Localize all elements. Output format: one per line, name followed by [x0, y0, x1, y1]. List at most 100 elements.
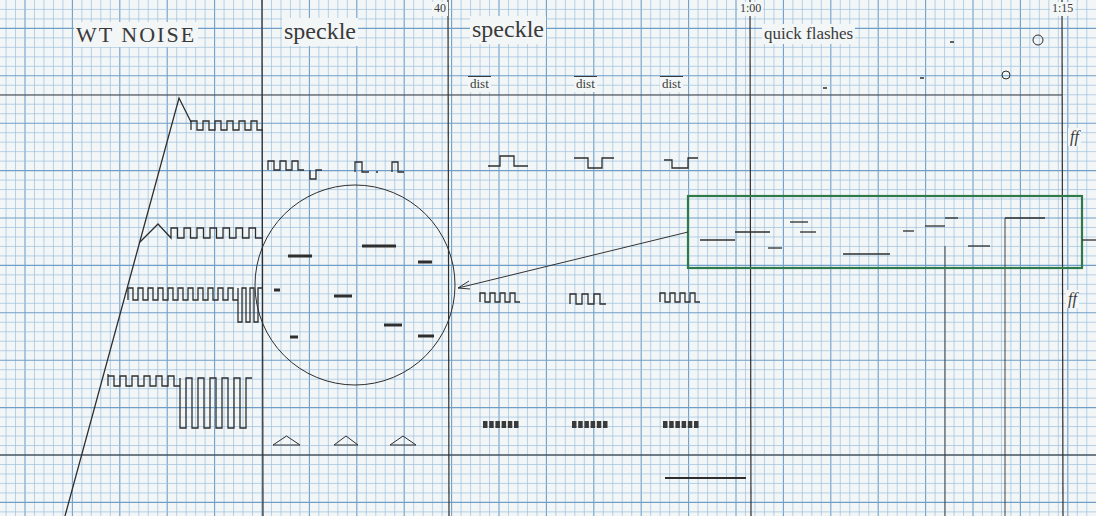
grid-line — [802, 0, 803, 516]
grid-line — [442, 0, 443, 516]
dynamic-mark: ff — [1066, 290, 1079, 308]
grid-line — [157, 0, 158, 516]
grid-line — [271, 0, 272, 516]
grid-line — [1067, 0, 1068, 516]
square-wave — [355, 162, 378, 172]
column-divider — [262, 0, 263, 516]
grid-line — [423, 0, 424, 516]
grid-line — [0, 369, 1096, 370]
grid-line — [821, 0, 822, 516]
grid-line — [859, 0, 860, 516]
flash-line — [945, 246, 946, 516]
time-marker: 1:00 — [738, 2, 763, 16]
grid-line — [0, 227, 1096, 228]
grid-line — [954, 0, 955, 516]
grid-line — [0, 199, 1096, 200]
pulse — [574, 158, 614, 168]
grid-line — [195, 0, 196, 516]
dynamic-mark: ff — [1068, 128, 1081, 146]
grid-line — [0, 236, 1096, 237]
flash-dash — [768, 247, 782, 248]
grid-line — [0, 18, 1096, 19]
arrowhead — [458, 281, 470, 289]
grid-line — [622, 0, 623, 516]
grain-block — [578, 421, 583, 428]
square-wave — [128, 288, 262, 322]
grid-line — [603, 0, 604, 516]
grid-line — [299, 0, 300, 516]
grid-line — [0, 180, 1096, 181]
grain-block — [603, 421, 608, 428]
grain-block — [682, 421, 687, 428]
grid-line — [0, 360, 1096, 361]
grid-line — [0, 322, 1096, 323]
sustain-bar — [665, 477, 746, 479]
grid-line — [0, 161, 1096, 162]
grid-line — [707, 0, 708, 516]
grid-line — [0, 341, 1096, 342]
grain-block — [688, 421, 693, 428]
grid-line — [404, 0, 405, 516]
square-wave — [140, 224, 262, 242]
section-heading: speckle — [282, 18, 358, 46]
grain-block — [572, 421, 577, 428]
grid-line — [0, 473, 1096, 474]
grid-line — [527, 0, 528, 516]
grain-block — [669, 421, 674, 428]
grid-line — [385, 0, 386, 516]
grid-line — [0, 331, 1096, 332]
grid-line — [6, 0, 7, 516]
grid-line — [878, 0, 879, 516]
flash-dash — [968, 245, 990, 246]
grid-line — [1086, 0, 1087, 516]
square-wave — [392, 162, 404, 172]
square-wave — [108, 374, 252, 428]
grid-line — [34, 0, 35, 516]
grid-line — [944, 0, 945, 516]
grid-line — [119, 0, 120, 516]
grid-line — [1010, 0, 1011, 516]
column-divider — [448, 0, 449, 516]
grid-line — [631, 0, 632, 516]
grid-line — [0, 492, 1096, 493]
grid-line — [0, 293, 1096, 294]
grid-line — [745, 0, 746, 516]
grid-line — [641, 0, 642, 516]
grid-line — [0, 66, 1096, 67]
grid-line — [366, 0, 367, 516]
speckle-dash — [290, 336, 298, 339]
grid-line — [356, 0, 357, 516]
flash-dash — [925, 225, 945, 226]
grid-line — [498, 0, 499, 516]
grid-line — [972, 0, 973, 516]
grid-line — [0, 436, 1096, 437]
grid-line — [0, 189, 1096, 190]
grain-block — [591, 421, 596, 428]
grid-line — [1029, 0, 1030, 516]
grid-line — [0, 350, 1096, 351]
speckle-dash — [384, 324, 402, 327]
grid-line — [43, 0, 44, 516]
grid-line — [0, 132, 1096, 133]
time-marker: 1:15 — [1050, 2, 1075, 16]
grid-line — [0, 94, 1096, 95]
grid-line — [0, 104, 1096, 105]
flash-mark — [920, 77, 924, 79]
grid-line — [830, 0, 831, 516]
grid-line — [0, 274, 1096, 275]
grain-block — [663, 421, 668, 428]
grid-line — [0, 303, 1096, 304]
flash-mark — [1002, 71, 1010, 79]
grid-line — [0, 284, 1096, 285]
grid-line — [318, 0, 319, 516]
grid-line — [138, 0, 139, 516]
speckle-dash — [418, 261, 432, 264]
green-callout — [458, 196, 1096, 289]
grid-line — [840, 0, 841, 516]
grid-line — [280, 0, 281, 516]
grid-line — [53, 0, 54, 516]
grid-line — [565, 0, 566, 516]
